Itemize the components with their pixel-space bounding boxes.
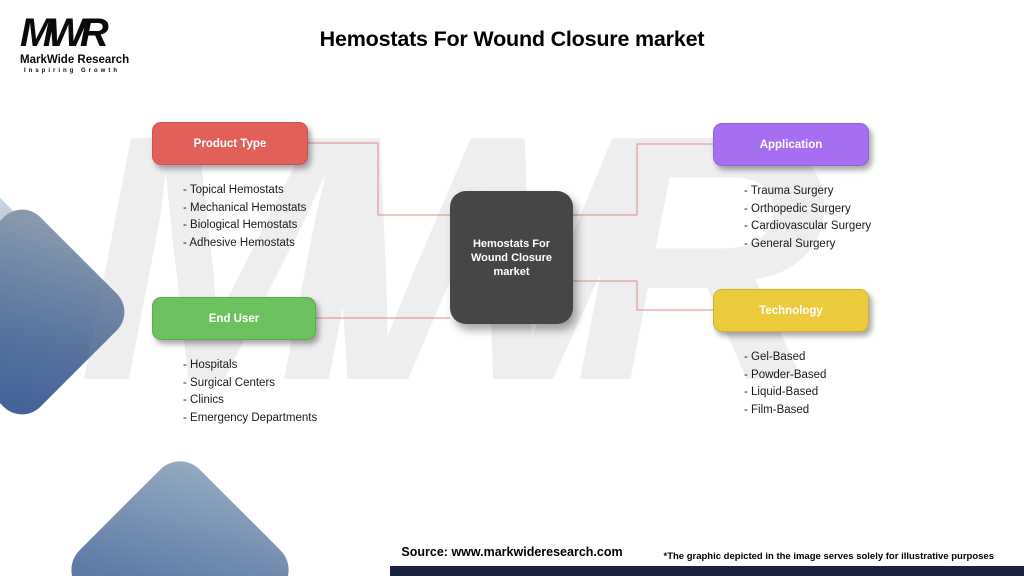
center-node: Hemostats For Wound Closure market [450,191,573,324]
node-items-application: - Trauma Surgery - Orthopedic Surgery - Ca… [713,183,898,253]
connector-application [573,143,713,216]
node-group-application: Application - Trauma Surgery - Orthopedic… [713,123,898,253]
node-box-application: Application [713,123,869,166]
list-item: - Adhesive Hemostats [183,236,295,249]
list-item: - Film-Based [744,403,810,416]
list-item: - Biological Hemostats [183,219,298,231]
list-item: - General Surgery [744,237,836,250]
node-label-product-type: Product Type [193,137,267,150]
list-item: - Surgical Centers [183,376,276,389]
node-box-product-type: Product Type [152,122,308,165]
logo-name: MarkWide Research [20,54,130,66]
list-item: - Powder-Based [744,368,827,381]
source-url: www.markwideresearch.com [451,545,623,559]
node-box-technology: Technology [713,289,869,332]
node-group-end-user: End User - Hospitals- Surgical Centers- … [152,297,337,427]
node-label-end-user: End User [208,312,260,325]
node-group-product-type: Product Type - Topical Hemostats - Mechan… [152,122,337,252]
logo-monogram: MWR [20,11,109,55]
page-title: Hemostats For Wound Closure market [319,27,705,51]
node-label-application: Application [759,138,823,151]
bottom-accent-bar [390,566,1024,576]
logo: MWR MarkWide Research Inspiring Growth [20,12,140,74]
center-node-label: Hemostats For Wound Closure market [470,237,553,278]
connector-product-type [307,142,450,216]
node-label-technology: Technology [759,304,823,317]
list-item: - Topical Hemostats [183,184,284,196]
list-item: - Trauma Surgery [744,185,834,197]
node-box-end-user: End User [152,297,316,340]
node-group-technology: Technology - Gel-Based - Powder-Based - Li… [713,289,898,419]
node-items-technology: - Gel-Based - Powder-Based - Liquid-Based -… [713,349,898,419]
source-line: Source: www.markwideresearch.com [0,545,1024,559]
list-item: - Hospitals [183,359,238,371]
list-item: - Emergency Departments [183,411,318,424]
logo-tagline: Inspiring Growth [24,68,120,74]
list-item: - Gel-Based [744,351,806,363]
list-item: - Liquid-Based [744,386,819,398]
disclaimer-text: *The graphic depicted in the image serve… [663,551,995,562]
list-item: - Cardiovascular Surgery [744,220,872,232]
source-label: Source: [401,545,448,559]
connector-technology [573,280,713,311]
list-item: - Orthopedic Surgery [744,202,851,215]
list-item: - Mechanical Hemostats [183,201,307,214]
node-items-end-user: - Hospitals - Surgical Centers - Clinics - … [152,357,337,427]
node-items-product-type: - Topical Hemostats - Mechanical Hemostat… [152,182,337,252]
list-item: - Clinics [183,394,224,406]
